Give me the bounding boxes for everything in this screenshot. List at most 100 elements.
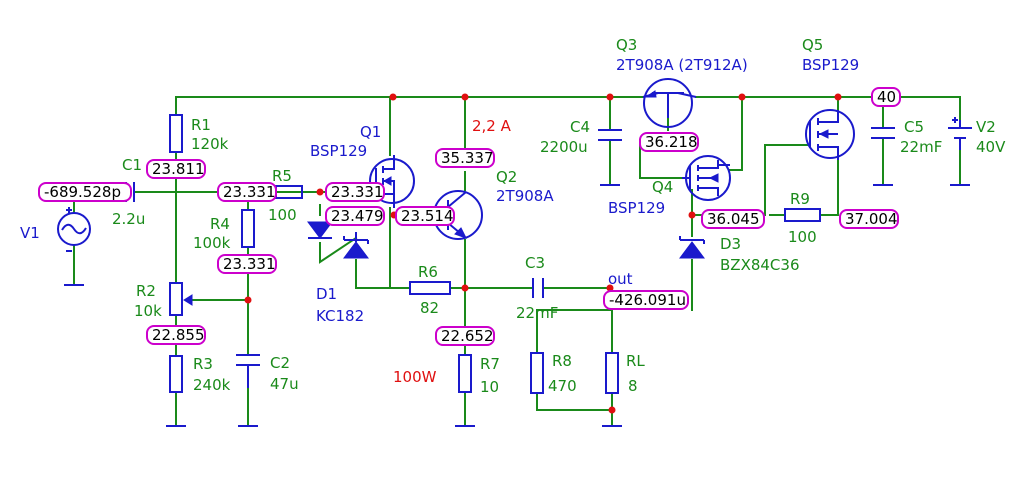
- r9-body: [784, 208, 821, 222]
- label-r9-name: R9: [790, 190, 810, 208]
- label-r4-name: R4: [210, 215, 230, 233]
- label-q5-name: Q5: [802, 36, 823, 54]
- q4-mosfet: [682, 155, 731, 201]
- label-r7-value: 10: [480, 378, 499, 396]
- probe-q2-base: 23.514: [395, 206, 455, 226]
- label-d1-name: D1: [316, 285, 337, 303]
- out-net-label: out: [608, 270, 633, 288]
- probe-out: -426.091u: [603, 290, 689, 310]
- component-labels: V1 C1 2.2u R1 120k R5 100 R4 100k R2 10k…: [20, 36, 1006, 396]
- probe-r4: 23.331: [217, 254, 277, 274]
- ground-symbols: [64, 184, 970, 427]
- label-d3-value: BZX84C36: [720, 256, 800, 274]
- r2-body: [169, 282, 183, 316]
- r2-wiper-arrow: [183, 294, 193, 306]
- label-r9-value: 100: [788, 228, 817, 246]
- c4-plates: [598, 129, 622, 141]
- d3-zener: [679, 236, 705, 259]
- label-c2-value: 47u: [270, 375, 299, 393]
- svg-text:23.331: 23.331: [331, 183, 384, 201]
- label-v2-name: V2: [976, 118, 996, 136]
- probe-r7: 22.652: [435, 326, 495, 346]
- label-c5-name: C5: [904, 118, 924, 136]
- label-r5-name: R5: [272, 167, 292, 185]
- svg-text:-426.091u: -426.091u: [609, 291, 686, 309]
- label-d1-value: KC182: [316, 307, 364, 325]
- r8-body: [530, 352, 544, 394]
- label-rl-name: RL: [626, 352, 645, 370]
- probe-q3: 36.218: [639, 132, 699, 152]
- svg-text:36.045: 36.045: [707, 210, 760, 228]
- r3-body: [169, 355, 183, 393]
- power-annotation: 100W: [393, 368, 437, 386]
- probe-r9: 37.004: [839, 209, 899, 229]
- label-c1-value: 2.2u: [112, 210, 145, 228]
- svg-text:23.514: 23.514: [401, 207, 454, 225]
- label-rl-value: 8: [628, 377, 638, 395]
- r4-body: [241, 209, 255, 248]
- label-q3-value: 2T908A (2T912A): [616, 56, 748, 74]
- label-q4-name: Q4: [652, 178, 673, 196]
- svg-text:-689.528p: -689.528p: [44, 183, 121, 201]
- label-r8-value: 470: [548, 377, 577, 395]
- svg-text:22.652: 22.652: [441, 327, 494, 345]
- q3-pnp: [642, 78, 697, 128]
- label-v1-name: V1: [20, 224, 40, 242]
- rl-body: [605, 352, 619, 394]
- label-d3-name: D3: [720, 235, 741, 253]
- svg-text:23.331: 23.331: [223, 183, 276, 201]
- q1-mosfet: [350, 155, 415, 208]
- r6-body: [409, 281, 451, 295]
- r1-body: [169, 114, 183, 153]
- probe-v1: -689.528p: [38, 182, 132, 202]
- label-q4-value: BSP129: [608, 199, 665, 217]
- label-q3-name: Q3: [616, 36, 637, 54]
- c2-plates: [236, 354, 260, 388]
- probe-v2: 40: [871, 87, 901, 107]
- label-r6-name: R6: [418, 263, 438, 281]
- label-c3-name: C3: [525, 254, 545, 272]
- svg-text:35.337: 35.337: [441, 149, 494, 167]
- label-r1-name: R1: [191, 116, 211, 134]
- label-c3-value: 22mF: [516, 304, 558, 322]
- label-c5-value: 22mF: [900, 138, 942, 156]
- label-c2-name: C2: [270, 354, 290, 372]
- svg-text:23.331: 23.331: [223, 255, 276, 273]
- label-r4-value: 100k: [193, 234, 231, 252]
- wires: [73, 96, 961, 427]
- d1-diodes: [307, 221, 369, 259]
- label-q1-value: BSP129: [310, 142, 367, 160]
- label-c4-value: 2200u: [540, 138, 588, 156]
- label-c1-name: C1: [122, 156, 142, 174]
- svg-text:23.479: 23.479: [331, 207, 384, 225]
- probe-q4: 36.045: [701, 209, 765, 229]
- label-r2-name: R2: [136, 282, 156, 300]
- q5-mosfet: [805, 109, 855, 160]
- probe-d1: 23.479: [325, 206, 385, 226]
- svg-text:36.218: 36.218: [645, 133, 698, 151]
- svg-text:23.811: 23.811: [152, 160, 205, 178]
- current-annotation: 2,2 A: [472, 117, 512, 135]
- label-c4-name: C4: [570, 118, 590, 136]
- probe-r5-left: 23.331: [217, 182, 277, 202]
- svg-text:37.004: 37.004: [845, 210, 898, 228]
- r7-body: [458, 354, 472, 393]
- v2-battery: [948, 117, 972, 150]
- voltage-probes: -689.528p 23.811 23.331 23.331 23.479 23…: [38, 87, 901, 346]
- v1-source: [57, 207, 91, 252]
- label-q2-name: Q2: [496, 168, 517, 186]
- svg-text:22.855: 22.855: [152, 326, 205, 344]
- label-v2-value: 40V: [976, 138, 1006, 156]
- c5-plates: [871, 127, 895, 139]
- label-q1-name: Q1: [360, 123, 381, 141]
- svg-text:40: 40: [877, 88, 896, 106]
- probe-r5-right: 23.331: [325, 182, 385, 202]
- probe-r1: 23.811: [146, 159, 206, 179]
- c3-plates: [532, 278, 544, 298]
- label-q2-value: 2T908A: [496, 187, 554, 205]
- label-r5-value: 100: [268, 206, 297, 224]
- label-r3-name: R3: [193, 355, 213, 373]
- label-r1-value: 120k: [191, 135, 229, 153]
- label-r3-value: 240k: [193, 376, 231, 394]
